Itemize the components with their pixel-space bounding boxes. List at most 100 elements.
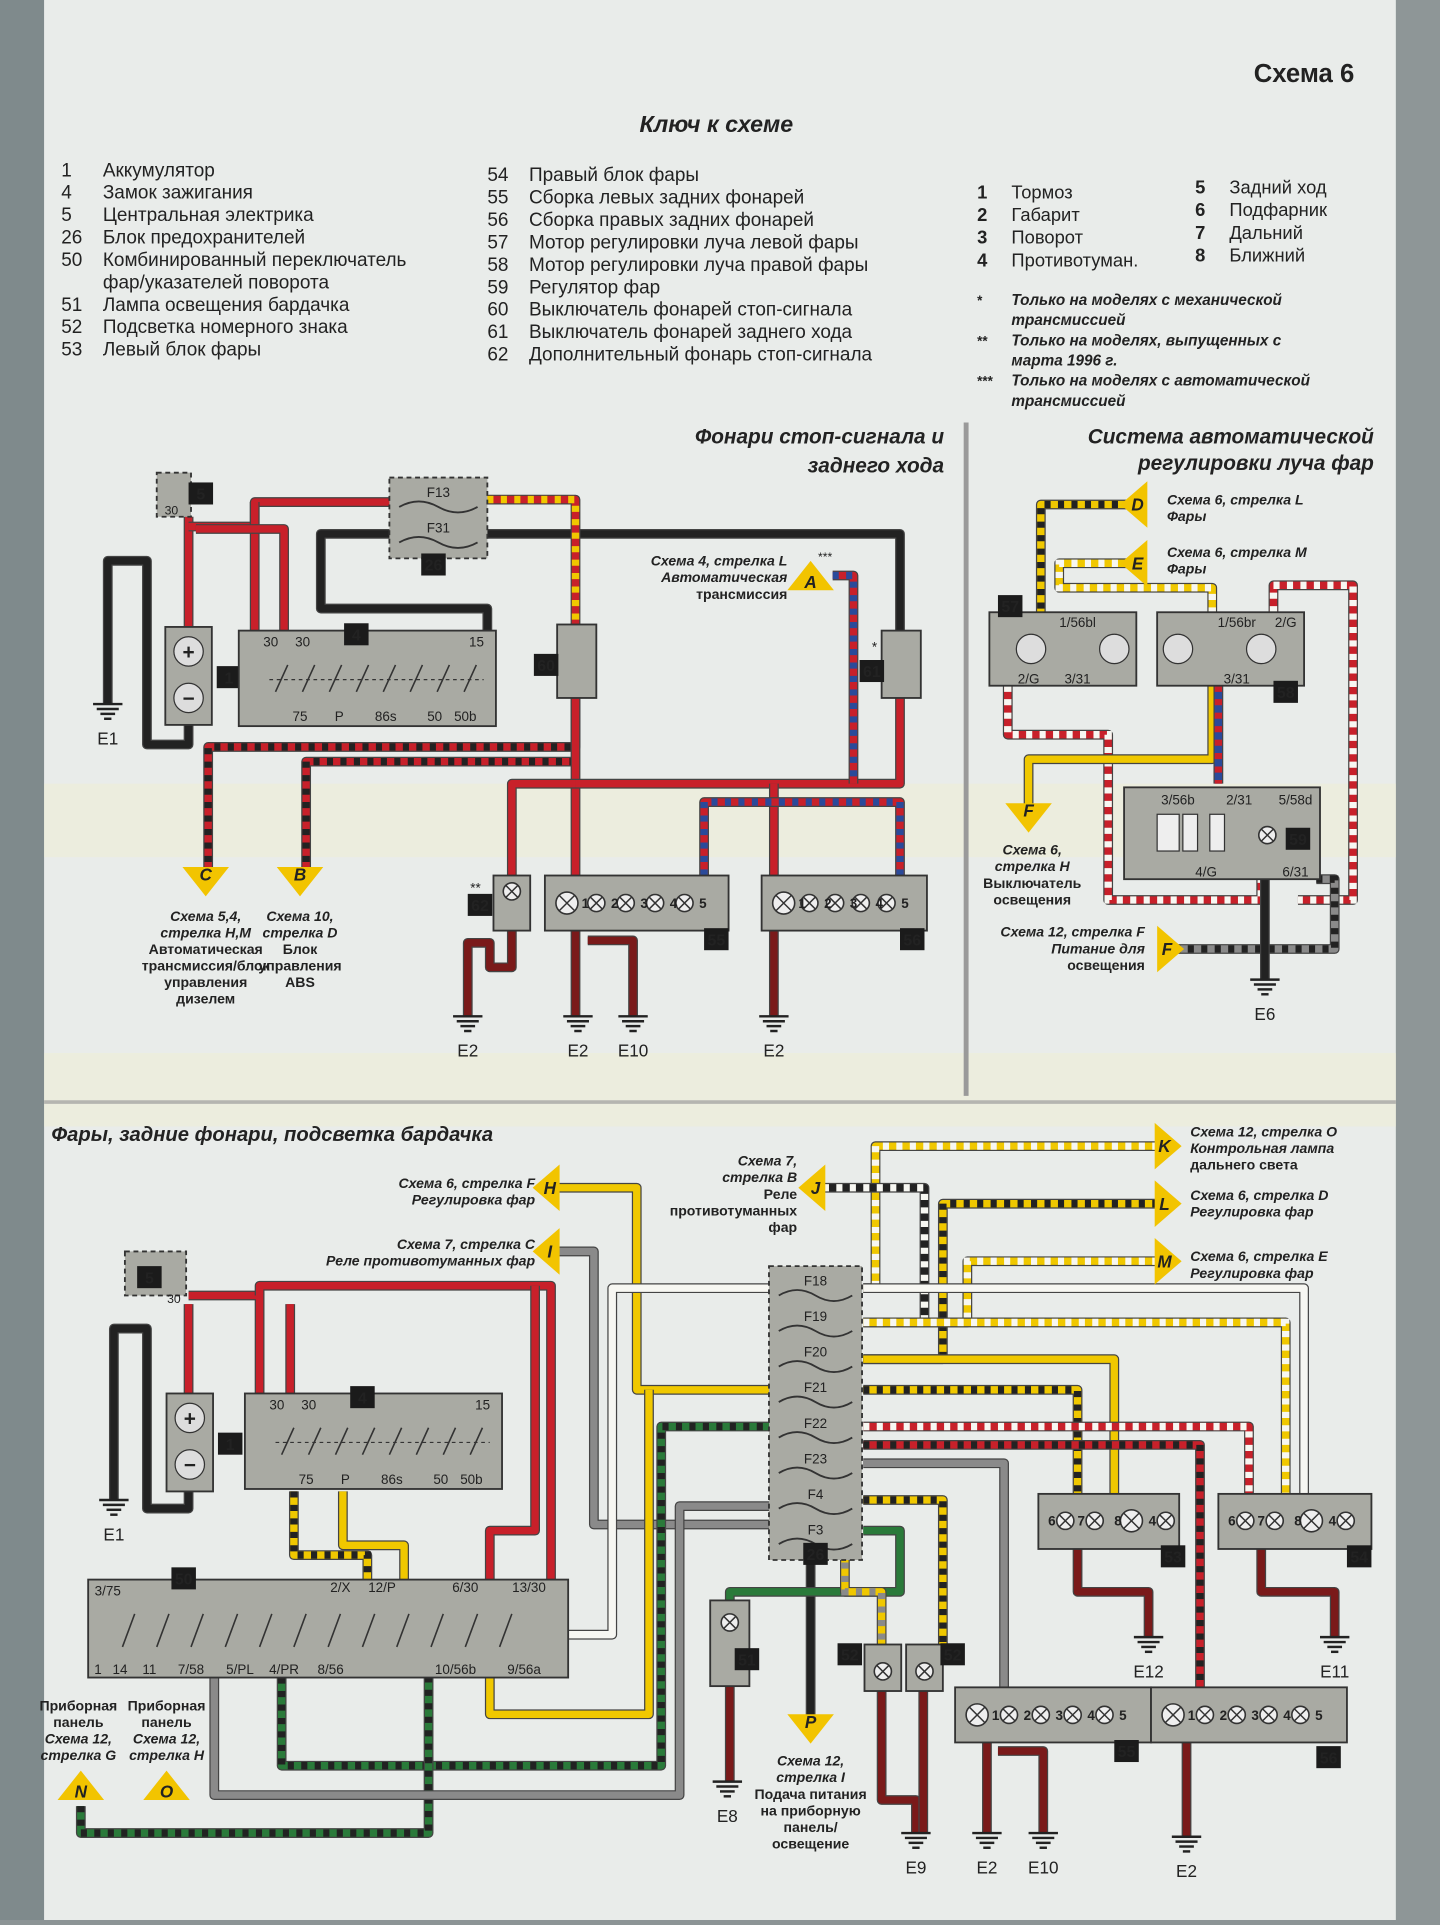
lamp-legend-number: 8 — [1195, 244, 1205, 265]
connector-annotation: Реле противотуманных фар — [326, 1253, 535, 1269]
wire — [1073, 1548, 1153, 1638]
pin-label: 15 — [475, 1397, 490, 1412]
ground-label: E11 — [1320, 1662, 1349, 1682]
component-tag-bg — [533, 653, 559, 676]
switch-contact — [409, 664, 424, 693]
fuse-label: F4 — [808, 1487, 824, 1502]
components — [57, 471, 1373, 1853]
connector-annotation: Автоматическая — [149, 941, 263, 957]
component-tag-bg — [217, 1432, 243, 1455]
bulb-filament — [802, 896, 816, 910]
pin-label: 9/56a — [507, 1662, 541, 1677]
lamp-function-number: 5 — [1315, 1708, 1323, 1723]
ground-label: E2 — [567, 1041, 588, 1061]
connector-annotation: панель — [141, 1714, 192, 1730]
key-item-number: 5 — [61, 205, 72, 226]
pin-label: 2/G — [1018, 671, 1040, 686]
pin-label: 75 — [299, 1472, 314, 1487]
connector-letter: F — [1162, 939, 1173, 959]
connector-annotation: на приборную — [760, 1802, 860, 1818]
component-tag-bg — [1316, 1746, 1341, 1769]
key-item-label: Мотор регулировки луча левой фары — [529, 232, 859, 253]
connector-arrow-icon — [787, 1714, 834, 1744]
connector-annotation: Реле — [764, 1186, 798, 1202]
key-item-label: Сборка левых задних фонарей — [529, 188, 804, 209]
footnote-text: Только на моделях с автоматической — [1011, 373, 1310, 390]
pin-label: 14 — [113, 1662, 128, 1677]
component-tag: 53 — [1164, 1549, 1182, 1566]
wire — [487, 530, 904, 631]
connector-annotation: Схема 10, — [266, 908, 333, 924]
connector-annotation: Схема 7, стрелка C — [397, 1236, 536, 1252]
light-glare — [44, 1053, 1396, 1127]
component-tag: 26 — [425, 558, 443, 575]
lamp-function-number: 5 — [699, 896, 707, 911]
key-item-label: Блок предохранителей — [103, 228, 305, 249]
pin-label: 50 — [427, 709, 442, 724]
footnote-text: Только на моделях, выпущенных с — [1011, 332, 1281, 349]
component-tag: 1 — [225, 670, 234, 687]
connector-annotation: Схема 6, стрелка D — [1190, 1187, 1328, 1203]
component-tag: 4 — [352, 627, 361, 644]
connector-arrow-icon — [182, 866, 229, 897]
connector-annotation: Контрольная лампа — [1190, 1140, 1334, 1156]
connector-annotation: стрелка D — [263, 924, 338, 940]
fuse-label: F3 — [808, 1522, 824, 1537]
key-item-label: Регулятор фар — [529, 277, 660, 298]
switch-contact — [436, 664, 451, 693]
wire — [195, 525, 288, 631]
pin-label: 5/58d — [1279, 792, 1313, 807]
lamp-function-number: 4 — [1087, 1708, 1095, 1723]
connector-annotation: Схема 12, — [777, 1753, 844, 1769]
connector-annotation: Схема 5,4, — [170, 908, 241, 924]
lamp-legend-label: Поворот — [1011, 227, 1083, 248]
wire-stripe — [822, 1184, 929, 1325]
connector-annotation: Фары — [1167, 561, 1206, 577]
bulb-filament — [505, 884, 519, 898]
wire — [997, 1747, 1047, 1834]
key-item-label: Выключатель фонарей заднего хода — [529, 322, 853, 343]
wire — [464, 930, 516, 1017]
fuse-icon — [778, 1324, 853, 1338]
component-tag-bg — [350, 1386, 375, 1409]
switch-contact — [388, 1427, 403, 1456]
fuse-icon — [778, 1466, 853, 1480]
connector-annotation: стрелка H — [129, 1747, 205, 1763]
component-tag-bg — [344, 623, 369, 646]
bulb-filament — [828, 896, 842, 910]
wire — [863, 1459, 1008, 1688]
bulb-filament — [1260, 828, 1274, 842]
key-item-number: 53 — [61, 340, 82, 361]
connector-annotation: освещение — [772, 1835, 849, 1851]
connector-annotation: Автоматическая — [660, 569, 788, 585]
wire-stripe — [863, 1318, 1290, 1494]
connector-annotation: Выключатель — [983, 875, 1082, 891]
bulb-filament — [1230, 1708, 1244, 1722]
component-tag-bg — [803, 1542, 828, 1565]
fuse-icon — [778, 1502, 853, 1515]
battery-negative-label: − — [182, 687, 194, 710]
fuse-icon — [778, 1431, 853, 1444]
connector-arrow-icon — [787, 560, 834, 591]
connector-arrow-icon — [1154, 1237, 1182, 1285]
motor-icon — [1098, 633, 1130, 665]
switch-contact — [224, 1613, 239, 1648]
fuse-label: F21 — [804, 1380, 827, 1395]
lamp-function-number: 7 — [1258, 1514, 1265, 1529]
wire — [877, 1691, 920, 1834]
key-item-label: Центральная электрика — [103, 205, 314, 226]
switch-contact — [361, 1427, 376, 1456]
sensor-icon — [1245, 633, 1277, 665]
bulb-filament — [1034, 1708, 1048, 1722]
switch-contact — [327, 1613, 342, 1648]
wire-stripe — [863, 1496, 947, 1645]
resistor-icon — [1209, 813, 1226, 852]
ground-label: E1 — [97, 728, 118, 748]
wire — [700, 798, 904, 876]
key-item-number: 56 — [487, 210, 508, 231]
connector-annotation: Схема 7, — [738, 1153, 797, 1169]
connector-annotation: Питание для — [1051, 940, 1145, 956]
wire — [841, 1548, 886, 1645]
